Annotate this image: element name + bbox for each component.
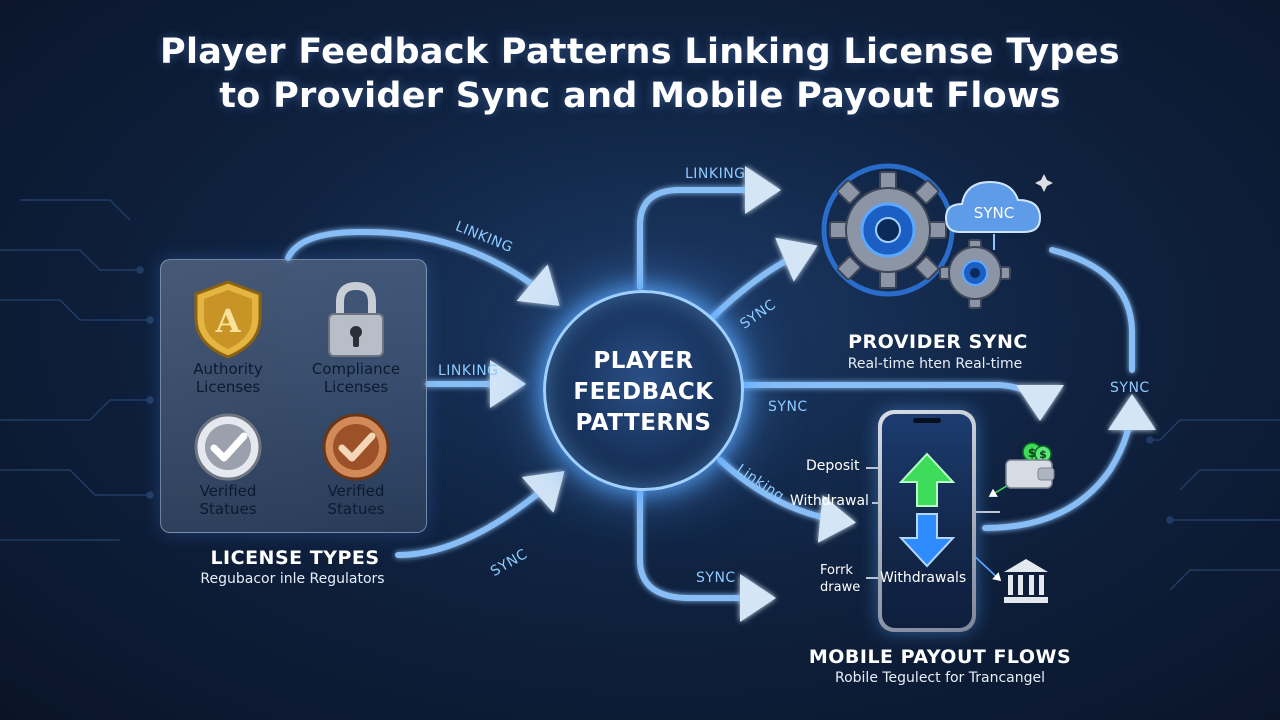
- deposit-label: Deposit: [806, 458, 860, 474]
- hub-line-1: PLAYER: [593, 348, 694, 374]
- withdraw-down-arrow-icon: [898, 513, 956, 568]
- silver-check-badge-icon: [194, 413, 262, 481]
- cloud-sync-label: SYNC: [974, 204, 1014, 222]
- compliance-line-1: Compliance: [311, 360, 401, 378]
- phone-notch: [913, 418, 941, 423]
- hub-line-3: PATTERNS: [575, 410, 712, 436]
- authority-line-2: Licenses: [195, 378, 261, 396]
- cloud-icon: SYNC: [944, 180, 1042, 250]
- bank-icon: [1004, 559, 1048, 603]
- player-feedback-hub: PLAYER FEEDBACK PATTERNS: [543, 290, 744, 491]
- page-title: Player Feedback Patterns Linking License…: [0, 30, 1280, 118]
- license-types-subtitle: Regubacor inle Regulators: [200, 571, 385, 587]
- bronze-check-badge-icon: [322, 413, 390, 481]
- verified-silver-line-1: Verified: [199, 482, 257, 500]
- license-item-authority: A Authority Licenses: [163, 278, 293, 396]
- sync-loop-down: [1049, 247, 1135, 373]
- svg-text:$: $: [1028, 446, 1036, 460]
- provider-sync-subtitle: Real-time hten Real-time: [847, 356, 1023, 372]
- license-types-title: LICENSE TYPES: [210, 547, 380, 569]
- sync-loop-label: SYNC: [1110, 380, 1150, 396]
- provider-sync-title: PROVIDER SYNC: [848, 331, 1028, 353]
- linking-mid-label: LINKING: [438, 363, 499, 379]
- circuit-decoration-left: [0, 199, 154, 541]
- wallet-icon: $ $: [1005, 442, 1055, 489]
- sync-right-label: SYNC: [768, 399, 808, 415]
- compliance-line-2: Licenses: [323, 378, 389, 396]
- license-panel: A Authority Licenses Compliance Licenses…: [160, 259, 427, 533]
- title-line-1: Player Feedback Patterns Linking License…: [160, 32, 1120, 72]
- sparkle-icon: [1035, 174, 1053, 192]
- deposit-up-arrow-icon: [898, 452, 956, 507]
- payout-arrows: [898, 452, 956, 568]
- withdrawal-label: Withdrawal: [790, 493, 869, 509]
- linking-curve-arrow: [285, 228, 560, 306]
- withdrawals-label: Withdrawals: [880, 570, 967, 586]
- svg-text:$: $: [1039, 448, 1047, 461]
- sync-bottom-label: SYNC: [696, 570, 736, 586]
- form-label-line-1: Forrk: [820, 563, 853, 578]
- circuit-decoration-right: [1146, 419, 1280, 591]
- provider-sync-graphic: SYNC: [821, 163, 1053, 309]
- verified-bronze-line-1: Verified: [327, 482, 385, 500]
- sync-diag-arrow: [707, 237, 818, 323]
- phone-screen: [882, 414, 972, 628]
- title-line-2: to Provider Sync and Mobile Payout Flows: [219, 76, 1061, 116]
- linking-top-arrow: [637, 166, 781, 290]
- license-item-compliance: Compliance Licenses: [291, 278, 421, 396]
- svg-text:A: A: [215, 302, 242, 340]
- form-label-line-2: drawe: [820, 580, 861, 595]
- large-gear-icon: [821, 163, 955, 297]
- linking-top-label: LINKING: [685, 166, 746, 182]
- hub-line-2: FEEDBACK: [573, 379, 714, 405]
- sync-loop-up: [982, 394, 1156, 531]
- form-label: Forrk drawe: [820, 562, 860, 596]
- sync-curve-arrow: [395, 471, 565, 558]
- smartphone: [878, 410, 976, 632]
- verified-silver-line-2: Statues: [199, 500, 257, 518]
- padlock-icon: [328, 281, 384, 357]
- authority-line-1: Authority: [193, 360, 263, 378]
- mobile-payout-subtitle: Robile Tegulect for Trancangel: [834, 670, 1046, 686]
- mobile-payout-title: MOBILE PAYOUT FLOWS: [808, 646, 1072, 668]
- small-gear-icon: [939, 239, 1011, 309]
- linking-diag-arrow: [717, 457, 856, 543]
- verified-bronze-line-2: Statues: [327, 500, 385, 518]
- sync-bottom-arrow: [637, 487, 776, 622]
- shield-a-icon: A: [194, 280, 262, 359]
- license-item-verified-bronze: Verified Statues: [291, 412, 421, 518]
- sync-right-arrow: [739, 382, 1064, 421]
- license-item-verified-silver: Verified Statues: [163, 412, 293, 518]
